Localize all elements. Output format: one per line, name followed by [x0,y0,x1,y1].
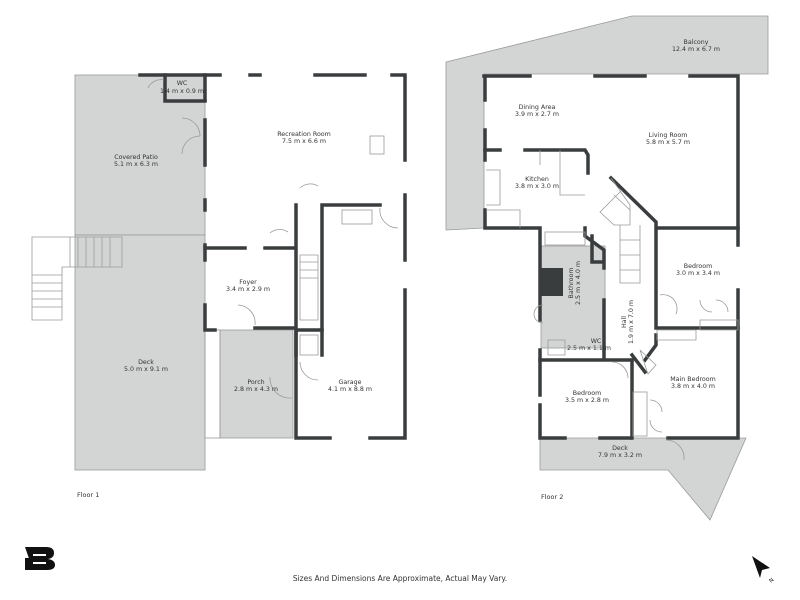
room-name: Bathroom [568,268,575,299]
north-label: N [768,577,775,584]
room-size: 5.0 m x 9.1 m [124,366,168,373]
room-size: 5.1 m x 6.3 m [114,161,158,168]
room-name: Garage [338,379,361,386]
floor-1-plan: WC 1.4 m x 0.9 m Recreation Room 7.5 m x… [31,73,407,499]
room-name: Deck [138,359,154,366]
room-name: Dining Area [519,104,556,111]
room-name: WC [591,338,602,345]
room-labels-floor2: Balcony 12.4 m x 6.7 m Dining Area 3.9 m… [515,39,720,459]
room-labels-floor1: WC 1.4 m x 0.9 m Recreation Room 7.5 m x… [114,80,372,393]
room-size: 1.4 m x 0.9 m [160,88,204,95]
room-name: Covered Patio [114,154,158,161]
room-name: Living Room [649,132,688,139]
room-size: 7.5 m x 6.6 m [282,138,326,145]
room-name: Hall [621,316,628,328]
room-name: Foyer [239,279,257,286]
fixtures-floor2 [486,150,739,461]
floor-1-label: Floor 1 [77,491,99,499]
room-size: 12.4 m x 6.7 m [672,46,720,53]
room-size: 3.8 m x 4.0 m [671,383,715,390]
room-size: 2.5 m x 4.0 m [575,261,582,305]
room-size: 3.5 m x 2.8 m [565,397,609,404]
room-size: 3.4 m x 2.9 m [226,286,270,293]
bathroom-fixture [541,268,563,296]
room-name: Bedroom [684,263,712,270]
planter [204,329,221,439]
room-name: Bedroom [573,390,601,397]
exterior-stairs [31,236,123,321]
room-size: 2.5 m x 1.1 m [567,345,611,352]
deck-area-floor2 [539,437,747,521]
room-name: Recreation Room [277,131,331,138]
room-name: Kitchen [525,176,549,183]
deck-area-floor1 [74,234,206,471]
walls-floor1 [138,73,407,440]
room-size: 3.0 m x 3.4 m [676,270,720,277]
room-name: WC [177,80,188,87]
room-size: 5.8 m x 5.7 m [646,139,690,146]
disclaimer-text: Sizes And Dimensions Are Approximate, Ac… [293,574,507,583]
room-name: Deck [612,445,628,452]
room-size: 4.1 m x 8.8 m [328,386,372,393]
room-name: Balcony [684,39,709,46]
room-size: 2.8 m x 4.3 m [234,386,278,393]
room-size: 7.9 m x 3.2 m [598,452,642,459]
walls-floor2 [482,74,740,440]
room-size: 3.9 m x 2.7 m [515,111,559,118]
room-size: 1.9 m x 7.0 m [628,300,635,344]
porch-area [219,329,294,439]
room-name: Porch [247,379,264,386]
brand-logo [25,547,55,570]
room-size: 3.8 m x 3.0 m [515,183,559,190]
doors-floor1 [147,79,399,399]
floor-2-label: Floor 2 [541,493,563,501]
floor-2-plan: Balcony 12.4 m x 6.7 m Dining Area 3.9 m… [445,15,769,521]
room-name: Main Bedroom [670,376,716,383]
north-arrow-icon: N [752,556,775,585]
balcony-area [445,15,769,231]
